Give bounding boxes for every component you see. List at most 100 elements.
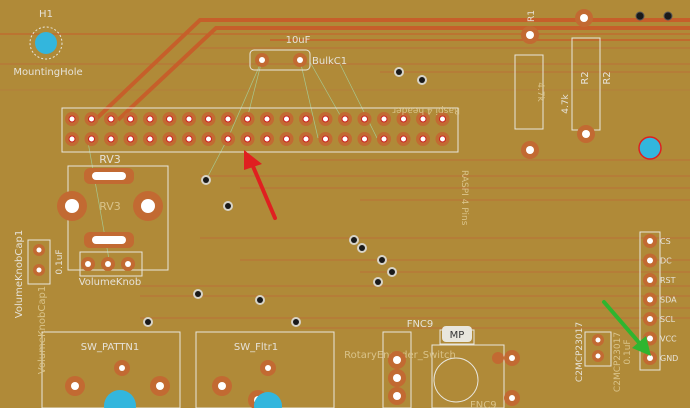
raspi-header-pins[interactable]	[65, 112, 450, 146]
header-pin[interactable]	[416, 132, 430, 146]
header-pin[interactable]	[435, 132, 450, 146]
red-arrow	[244, 150, 277, 220]
connector-pin[interactable]: CS	[643, 234, 671, 248]
rv3-pads[interactable]	[57, 168, 163, 271]
power-traces[interactable]	[0, 18, 690, 122]
header-pin[interactable]	[143, 112, 157, 126]
connector-pin-label: RST	[660, 276, 676, 285]
bulkc1-ref: BulkC1	[312, 56, 347, 67]
header-pin[interactable]	[377, 132, 391, 146]
connector-pin-label: SDA	[660, 296, 677, 305]
encoder-pads[interactable]	[388, 350, 520, 406]
header-pin[interactable]	[299, 132, 313, 146]
via	[223, 201, 233, 211]
sw-pattn-label: SW_PATTN1	[81, 342, 140, 353]
header-pin[interactable]	[201, 112, 216, 126]
display-connector[interactable]: CS DC RST SDA SCL VCC GND	[643, 234, 678, 365]
header-pin[interactable]	[104, 112, 118, 126]
r2-ref: R2	[580, 71, 591, 84]
header-pin[interactable]	[435, 112, 450, 126]
connector-pin[interactable]: GND	[643, 351, 678, 365]
header-pin[interactable]	[299, 112, 313, 126]
mp-badge	[442, 326, 472, 342]
connector-pin[interactable]: SCL	[643, 312, 676, 326]
header-pin[interactable]	[84, 112, 99, 126]
mp-label: MP	[450, 330, 465, 341]
header-pin[interactable]	[221, 132, 235, 146]
via	[663, 11, 673, 21]
volumeknobcap1-value: 0.1uF	[55, 249, 65, 274]
connector-pin-label: CS	[660, 237, 671, 246]
via	[193, 289, 203, 299]
header-pin[interactable]	[396, 132, 411, 146]
via	[373, 277, 383, 287]
raspi-header-label: RASPI 4 Pins	[459, 170, 469, 226]
resistor-r1[interactable]	[521, 26, 539, 159]
c2mcp-pads[interactable]	[592, 334, 604, 362]
volumeknobcap1-ref: VolumeKnobCap1	[14, 230, 25, 318]
header-pin[interactable]	[318, 112, 333, 126]
via	[255, 295, 265, 305]
via	[377, 255, 387, 265]
rv3-ref-mid: RV3	[99, 200, 121, 213]
header-pin[interactable]	[396, 112, 411, 126]
via	[357, 243, 367, 253]
header-pin[interactable]	[338, 132, 352, 146]
header-pin[interactable]	[260, 112, 274, 126]
header-pin[interactable]	[240, 132, 255, 146]
header-pin[interactable]	[279, 132, 294, 146]
header-pin[interactable]	[318, 132, 333, 146]
c2mcp-value: 0.1uF	[623, 339, 633, 364]
volume-knob-label: VolumeKnob	[79, 277, 142, 288]
header-pin[interactable]	[377, 112, 391, 126]
vias	[143, 67, 427, 327]
connector-pin[interactable]: SDA	[643, 292, 677, 307]
bulkc1-pads[interactable]	[255, 53, 307, 67]
connector-pin-label: VCC	[660, 335, 677, 344]
header-pin[interactable]	[260, 132, 274, 146]
via	[635, 11, 645, 21]
background-traces	[0, 47, 690, 329]
r1-value: 4.7k	[535, 82, 545, 102]
header-pin[interactable]	[65, 112, 79, 126]
header-pin[interactable]	[162, 132, 177, 146]
rv3-ref-top: RV3	[99, 153, 121, 166]
header-pin[interactable]	[65, 132, 79, 146]
header-pin[interactable]	[84, 132, 99, 146]
header-pin[interactable]	[357, 112, 372, 126]
header-pin[interactable]	[240, 112, 255, 126]
header-pin[interactable]	[201, 132, 216, 146]
r1-ref: R1	[527, 10, 537, 22]
connector-pin[interactable]: RST	[643, 273, 676, 287]
header-pin[interactable]	[182, 132, 196, 146]
connector-pin-label: DC	[660, 257, 672, 266]
volumeknobcap1-pads[interactable]	[33, 244, 45, 276]
header-pin[interactable]	[104, 132, 118, 146]
resistor-r2[interactable]	[575, 9, 595, 143]
mounting-hole-h1[interactable]	[35, 32, 57, 54]
header-pin[interactable]	[357, 132, 372, 146]
header-pin[interactable]	[221, 112, 235, 126]
sw-fltr1-pads[interactable]	[212, 360, 282, 408]
header-pin[interactable]	[123, 112, 138, 126]
header-pin[interactable]	[123, 132, 138, 146]
c2mcp-ref: C2MCP23017	[575, 322, 585, 382]
c2mcp-ref-back: C2MCP23017	[613, 332, 623, 392]
via	[387, 267, 397, 277]
header-pin[interactable]	[338, 112, 352, 126]
mounting-hole-2[interactable]	[638, 136, 662, 160]
volumeknobcap1-ref-back: VolumeKnobCap1	[37, 286, 48, 374]
header-pin[interactable]	[182, 112, 196, 126]
connector-pin[interactable]: DC	[643, 253, 672, 268]
raspi-header-back-label: Raspi 4 header	[392, 105, 460, 115]
header-pin[interactable]	[279, 112, 294, 126]
connector-pin[interactable]: VCC	[643, 331, 677, 346]
header-pin[interactable]	[162, 112, 177, 126]
sw-pattn1-pads[interactable]	[65, 360, 170, 408]
header-pin[interactable]	[416, 112, 430, 126]
header-pin[interactable]	[143, 132, 157, 146]
r2-value: 4.7k	[561, 93, 571, 113]
bulkc1-value: 10uF	[286, 35, 311, 46]
